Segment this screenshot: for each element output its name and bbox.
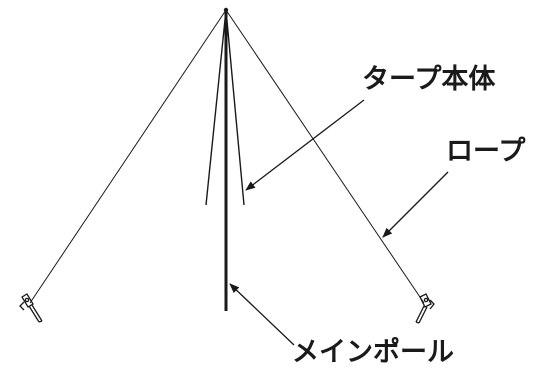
stake-left-icon bbox=[19, 293, 43, 323]
arrow-rope bbox=[382, 171, 449, 238]
arrow-main-pole bbox=[229, 283, 295, 346]
rope-right bbox=[225, 9, 425, 304]
label-tarp-body: タープ本体 bbox=[362, 64, 496, 95]
arrow-tarp-body bbox=[245, 99, 365, 191]
label-rope: ロープ bbox=[446, 136, 526, 167]
tarp-edge-right bbox=[225, 9, 245, 206]
rope-left bbox=[29, 9, 227, 304]
label-main-pole: メインポール bbox=[292, 337, 454, 368]
tarp-edge-left bbox=[205, 9, 227, 206]
stake-right-icon bbox=[415, 293, 435, 324]
